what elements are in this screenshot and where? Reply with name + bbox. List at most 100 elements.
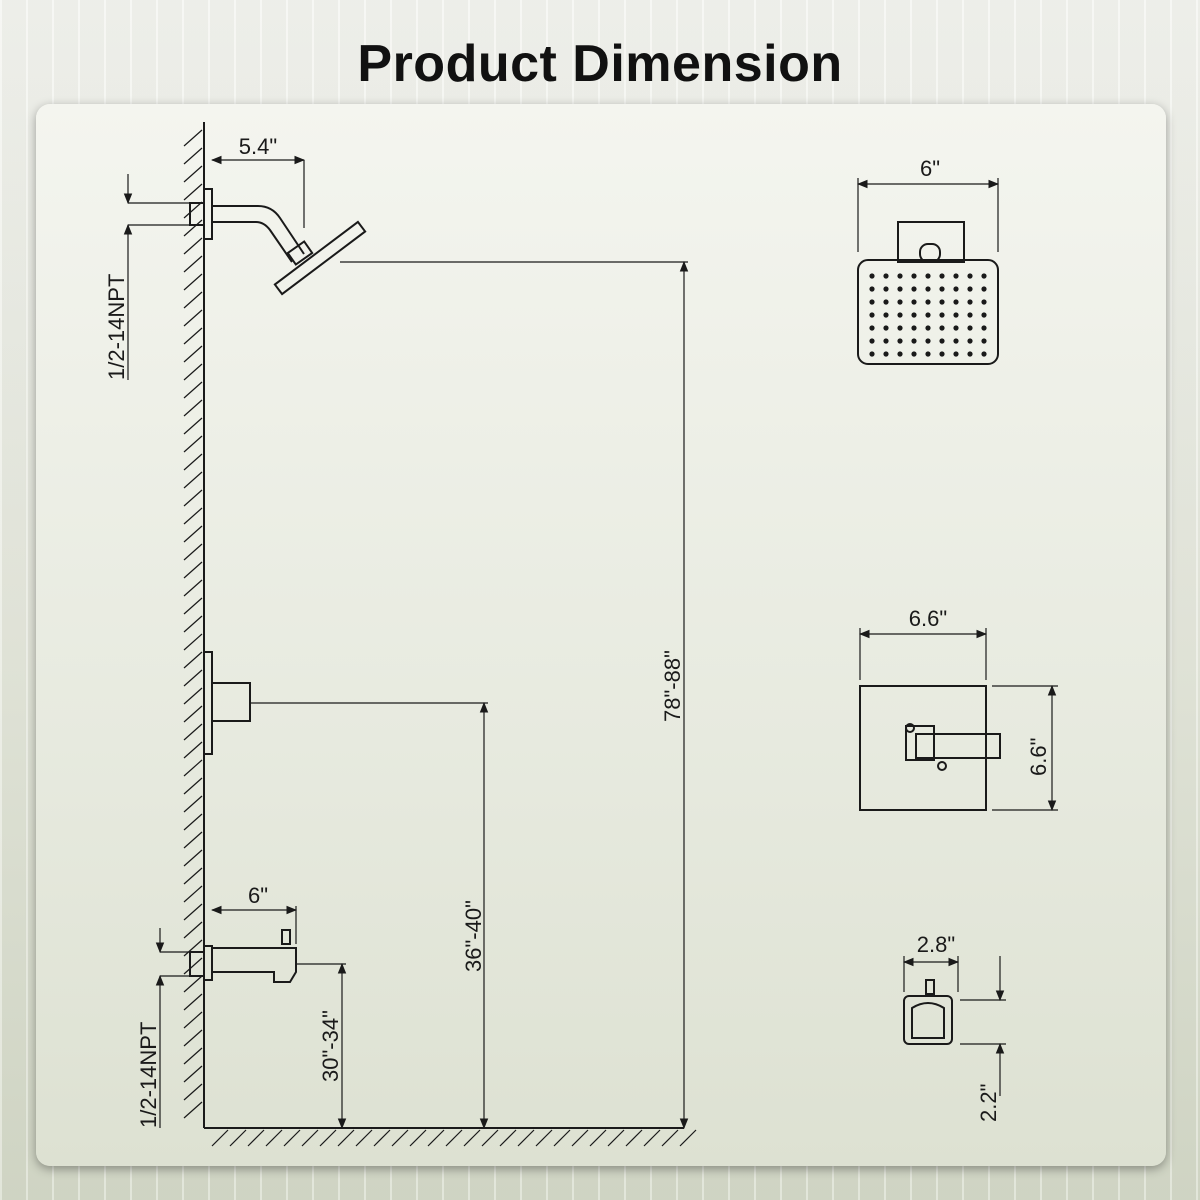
nozzle-dot xyxy=(981,325,987,331)
nozzle-dot xyxy=(953,299,959,305)
hatch-line xyxy=(183,165,203,183)
nozzle-dot xyxy=(953,338,959,344)
nozzle-dot xyxy=(883,351,889,357)
nozzle-dot xyxy=(939,325,945,331)
hatch-line xyxy=(445,1129,463,1147)
hatch-line xyxy=(427,1129,445,1147)
tub-spout-side-view xyxy=(160,929,297,983)
handle-lever xyxy=(915,733,1001,759)
hatch-line xyxy=(183,471,203,489)
hatch-line xyxy=(183,201,203,219)
nozzle-dot xyxy=(869,299,875,305)
hatch-line xyxy=(183,759,203,777)
hatch-line xyxy=(183,885,203,903)
hatch-line xyxy=(183,975,203,993)
hatch-line xyxy=(183,1065,203,1083)
hatch-line xyxy=(183,417,203,435)
hatch-line xyxy=(183,291,203,309)
head-height-dimension xyxy=(340,260,689,1130)
hatch-line xyxy=(301,1129,319,1147)
nozzle-dot xyxy=(911,325,917,331)
nozzle-dot xyxy=(897,299,903,305)
hatch-line xyxy=(183,939,203,957)
trim-width-label: 6.6" xyxy=(909,606,947,631)
valve-trim-plate xyxy=(203,651,213,755)
nozzle-dot xyxy=(981,312,987,318)
hatch-line xyxy=(391,1129,409,1147)
nozzle-dot xyxy=(925,325,931,331)
hatch-line xyxy=(183,741,203,759)
hatch-line xyxy=(409,1129,427,1147)
nozzle-dot xyxy=(897,312,903,318)
hatch-line xyxy=(463,1129,481,1147)
hatch-line xyxy=(183,273,203,291)
hatch-line xyxy=(183,651,203,669)
nozzle-dot xyxy=(869,312,875,318)
hatch-line xyxy=(183,705,203,723)
hatch-line xyxy=(183,1101,203,1119)
tub-spout-body xyxy=(211,947,297,983)
nozzle-dot xyxy=(981,286,987,292)
spout-front-diverter xyxy=(925,979,935,995)
trim-plate-front xyxy=(859,685,987,811)
nozzle-dot xyxy=(967,351,973,357)
hatch-line xyxy=(183,543,203,561)
spout-length-dimension xyxy=(210,905,298,944)
hatch-line xyxy=(183,669,203,687)
nozzle-dot xyxy=(925,299,931,305)
hatch-line xyxy=(283,1129,301,1147)
hatch-line xyxy=(183,381,203,399)
spout-length-label: 6" xyxy=(248,883,268,908)
nozzle-dot xyxy=(897,325,903,331)
upper-connector xyxy=(189,202,205,226)
hatch-line xyxy=(183,183,203,201)
hatch-line xyxy=(183,129,203,147)
nozzle-dot xyxy=(897,273,903,279)
hatch-line xyxy=(183,993,203,1011)
nozzle-dot xyxy=(883,312,889,318)
hatch-line xyxy=(183,633,203,651)
nozzle-dot xyxy=(967,273,973,279)
hatch-line xyxy=(643,1129,661,1147)
hatch-line xyxy=(373,1129,391,1147)
nozzle-dot xyxy=(883,273,889,279)
nozzle-dot xyxy=(967,325,973,331)
hatch-line xyxy=(355,1129,373,1147)
spout-height-dimension xyxy=(296,962,347,1130)
nozzle-dot xyxy=(869,286,875,292)
nozzle-dot xyxy=(953,325,959,331)
nozzle-dot xyxy=(939,273,945,279)
hatch-line xyxy=(183,363,203,381)
nozzle-dot xyxy=(869,273,875,279)
hatch-line xyxy=(183,1011,203,1029)
nozzle-dot xyxy=(981,351,987,357)
valve-trim-front-view xyxy=(858,628,1058,812)
nozzle-dot xyxy=(925,273,931,279)
nozzle-dot xyxy=(883,299,889,305)
nozzle-dot xyxy=(911,351,917,357)
nozzle-dot xyxy=(925,351,931,357)
nozzle-dot xyxy=(981,273,987,279)
hatch-line xyxy=(183,615,203,633)
hatch-line xyxy=(183,579,203,597)
nozzle-dot xyxy=(925,286,931,292)
hatch-line xyxy=(183,867,203,885)
hatch-line xyxy=(679,1129,697,1147)
ball-joint xyxy=(286,240,314,266)
hatch-line xyxy=(625,1129,643,1147)
hatch-line xyxy=(211,1129,229,1147)
nozzle-dot xyxy=(911,299,917,305)
nozzle-dot xyxy=(911,312,917,318)
nozzle-dot xyxy=(939,312,945,318)
page-title: Product Dimension xyxy=(357,35,843,93)
lower-flange xyxy=(203,945,213,981)
hatch-line xyxy=(183,921,203,939)
hatch-line xyxy=(499,1129,517,1147)
hatch-line xyxy=(589,1129,607,1147)
hatch-line xyxy=(183,237,203,255)
upper-thread-label: 1/2-14NPT xyxy=(104,274,129,380)
hatch-line xyxy=(183,507,203,525)
nozzle-dot xyxy=(897,351,903,357)
lower-thread-label: 1/2-14NPT xyxy=(136,1022,161,1128)
